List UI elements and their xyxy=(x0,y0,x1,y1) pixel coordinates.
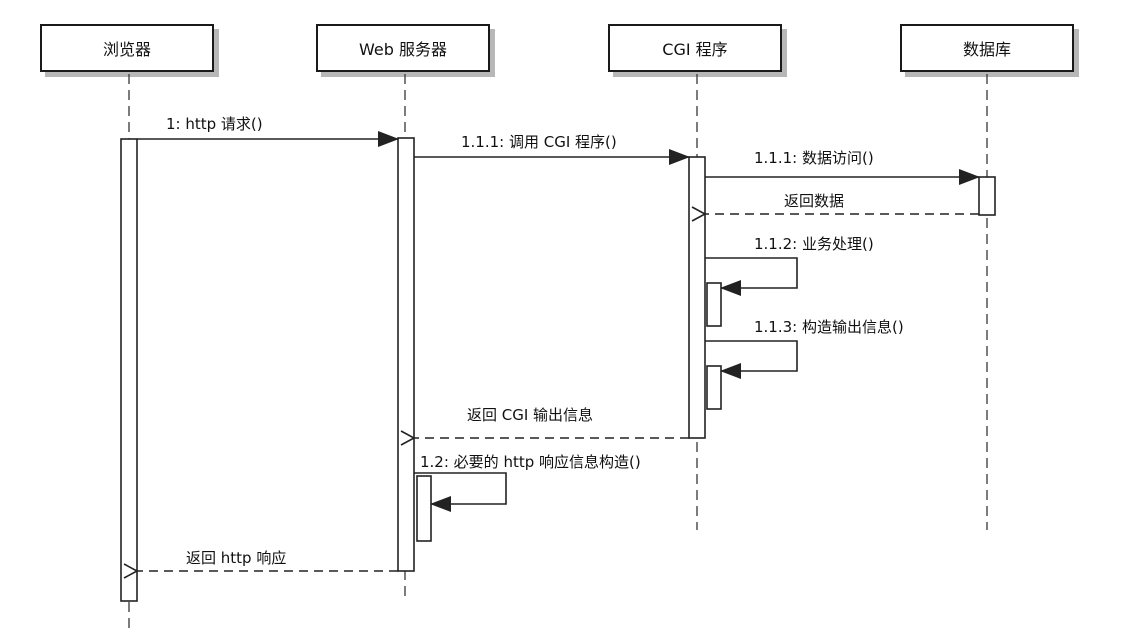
activation-web-server-self xyxy=(416,475,432,542)
activation-cgi-self-1 xyxy=(706,282,722,327)
self-message-http-response-build-arrow xyxy=(414,472,507,512)
self-message-build-output-label: 1.1.3: 构造输出信息() xyxy=(754,318,904,336)
return-data-label: 返回数据 xyxy=(784,192,844,210)
activation-cgi-self-2 xyxy=(706,365,722,410)
message-call-cgi-label: 1.1.1: 调用 CGI 程序() xyxy=(461,133,617,151)
message-data-access-label: 1.1.1: 数据访问() xyxy=(754,149,874,167)
lifeline-web-server-label: Web 服务器 xyxy=(359,40,447,59)
return-cgi-output-label: 返回 CGI 输出信息 xyxy=(467,406,593,424)
return-http-response-label: 返回 http 响应 xyxy=(186,549,286,567)
lifeline-browser-label: 浏览器 xyxy=(102,40,151,59)
self-message-business-label: 1.1.2: 业务处理() xyxy=(754,235,874,253)
activation-cgi xyxy=(688,156,706,439)
lifeline-database-label: 数据库 xyxy=(962,40,1011,59)
message-http-request-label: 1: http 请求() xyxy=(166,115,263,133)
activation-browser xyxy=(120,138,138,602)
lifeline-cgi-header: CGI 程序 xyxy=(608,24,782,72)
lifeline-web-server-header: Web 服务器 xyxy=(316,24,490,72)
lifeline-browser-header: 浏览器 xyxy=(40,24,214,72)
self-message-business-arrow xyxy=(705,257,798,296)
activation-web-server xyxy=(397,137,415,572)
self-message-build-output-arrow xyxy=(705,340,798,379)
self-message-http-response-build-label: 1.2: 必要的 http 响应信息构造() xyxy=(420,453,641,471)
activation-database xyxy=(978,176,996,216)
lifeline-cgi-label: CGI 程序 xyxy=(662,40,728,59)
lifeline-database-header: 数据库 xyxy=(900,24,1074,72)
